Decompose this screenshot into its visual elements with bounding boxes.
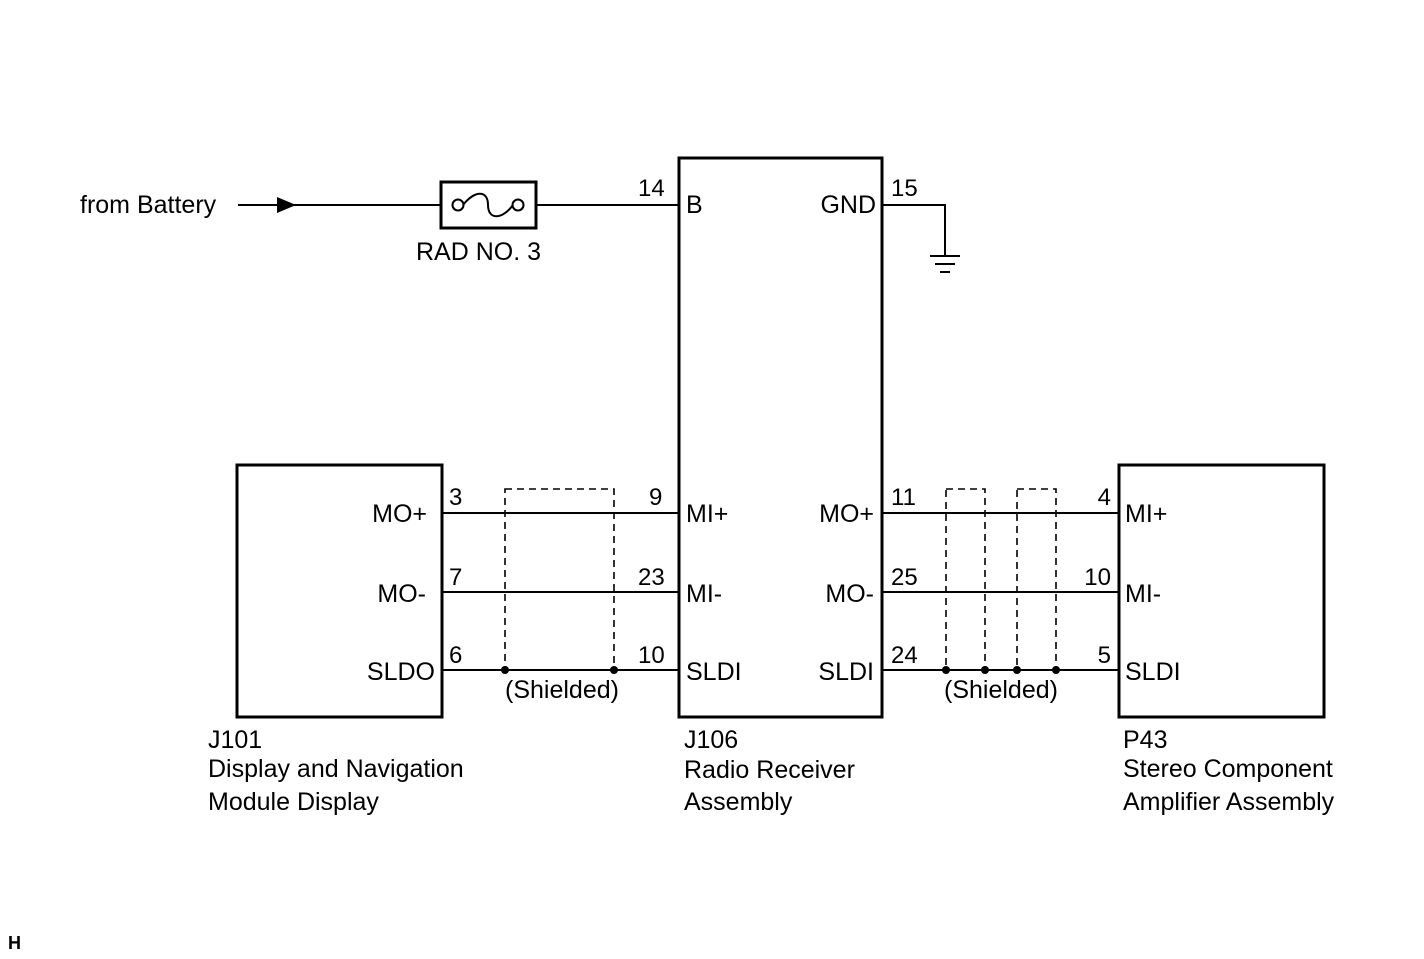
pin-number: 4	[1098, 484, 1111, 511]
pin-number: 5	[1098, 642, 1111, 669]
pin-number: 14	[638, 175, 665, 202]
shield-junction-dot	[942, 666, 950, 674]
pin-name: MI-	[686, 580, 722, 608]
pin-name: MO-	[825, 580, 874, 608]
ground	[882, 204, 960, 273]
connector-code: P43	[1123, 726, 1167, 754]
fuse-element-icon	[462, 192, 514, 218]
pin-number: 23	[638, 564, 665, 591]
j101-display-navigation-module: MO+ 3 MO- 7 SLDO 6 J101 Display and Navi…	[208, 463, 464, 816]
pin-name: SLDI	[1125, 658, 1181, 686]
pin-number: 25	[891, 564, 918, 591]
j106-radio-receiver: 14 B GND 15 9 MI+ 23 MI- 10 SLDI MO+ 11 …	[638, 156, 918, 816]
component-name-line2: Amplifier Assembly	[1123, 788, 1335, 816]
pin-name: B	[686, 191, 703, 219]
shield-junction-dot	[1052, 666, 1060, 674]
pin-name: GND	[820, 191, 876, 219]
left-harness: (Shielded)	[442, 488, 679, 704]
pin-name: MO-	[377, 580, 426, 608]
pin-name: SLDI	[818, 658, 874, 686]
pin-number: 15	[891, 175, 918, 202]
pin-name: MO+	[372, 500, 427, 528]
pin-number: 9	[649, 484, 662, 511]
shielded-label: (Shielded)	[944, 676, 1058, 704]
battery-feed: from Battery	[80, 191, 441, 219]
component-name-line2: Module Display	[208, 788, 379, 816]
pin-name: SLDI	[686, 658, 742, 686]
pin-number: 7	[449, 564, 462, 591]
shield-outline	[1016, 488, 1057, 671]
component-name-line2: Assembly	[684, 788, 793, 816]
shield-junction-dot	[1013, 666, 1021, 674]
component-name-line1: Display and Navigation	[208, 755, 464, 783]
pin-number: 24	[891, 642, 918, 669]
right-harness: (Shielded)	[882, 488, 1119, 704]
pin-name: MI-	[1125, 580, 1161, 608]
fuse-label: RAD NO. 3	[416, 238, 541, 266]
pin-name: MI+	[686, 500, 728, 528]
connector-code: J101	[208, 726, 262, 754]
shield-junction-dot	[501, 666, 509, 674]
shield-outline	[504, 488, 615, 671]
shield-junction-dot	[981, 666, 989, 674]
pin-name: MO+	[819, 500, 874, 528]
j106-box	[677, 156, 884, 719]
fuse-terminal-right	[511, 198, 525, 212]
shielded-label: (Shielded)	[505, 676, 619, 704]
fuse-terminal-left	[451, 198, 465, 212]
component-name-line1: Radio Receiver	[684, 756, 855, 784]
p43-stereo-amplifier: 4 MI+ 10 MI- 5 SLDI P43 Stereo Component…	[1084, 463, 1335, 816]
pin-number: 11	[891, 484, 916, 511]
corner-mark: H	[8, 933, 21, 953]
arrow-icon	[277, 197, 296, 213]
pin-number: 10	[638, 642, 665, 669]
pin-number: 3	[449, 484, 462, 511]
shield-outline	[945, 488, 986, 671]
shield-junction-dot	[610, 666, 618, 674]
fuse-rad-no-3: RAD NO. 3	[416, 180, 541, 266]
pin-name: SLDO	[367, 658, 435, 686]
component-name-line1: Stereo Component	[1123, 755, 1333, 783]
ground-wire	[882, 204, 946, 255]
pin-number: 10	[1084, 564, 1111, 591]
from-battery-label: from Battery	[80, 191, 217, 219]
pin-number: 6	[449, 642, 462, 669]
pin-name: MI+	[1125, 500, 1167, 528]
connector-code: J106	[684, 726, 738, 754]
